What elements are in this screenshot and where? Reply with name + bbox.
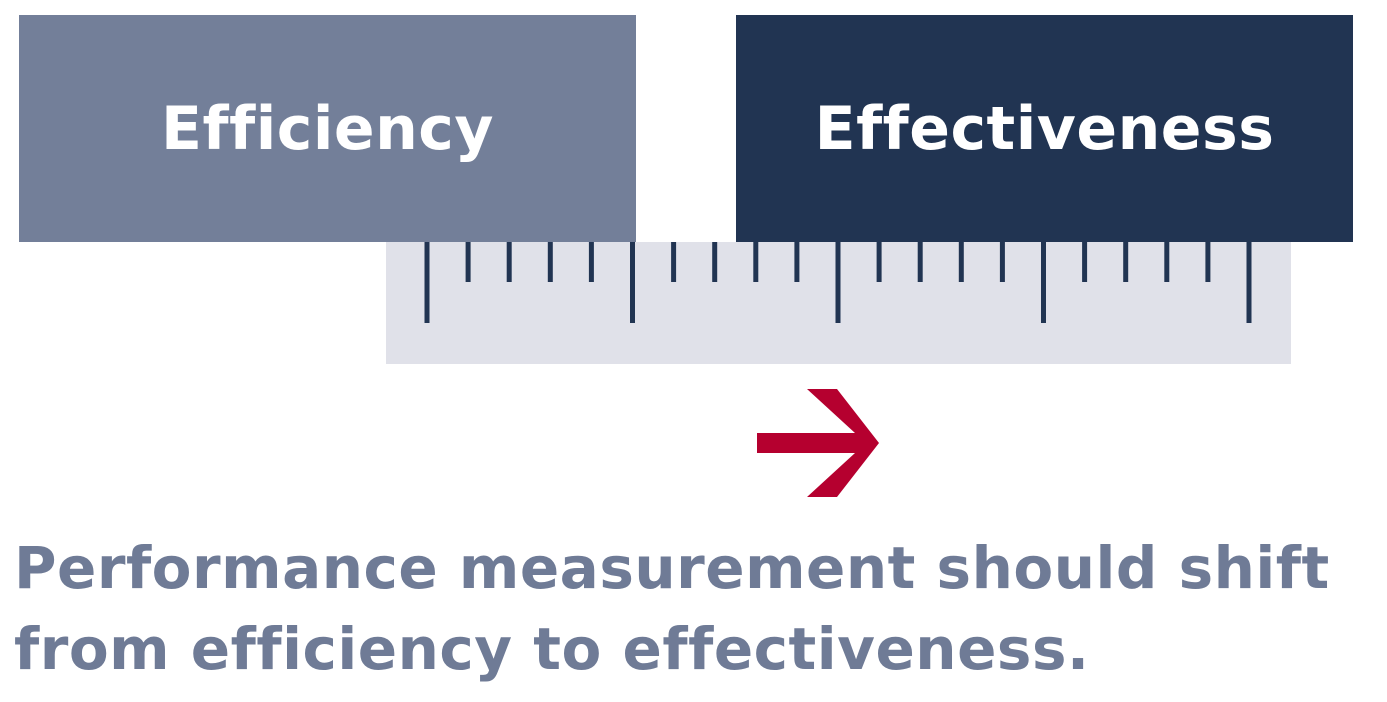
efficiency-label: Efficiency (161, 93, 494, 164)
effectiveness-label: Effectiveness (814, 93, 1275, 164)
ruler-ticks (424, 242, 1252, 323)
effectiveness-box: Effectiveness (736, 15, 1353, 242)
ruler (386, 242, 1291, 364)
caption: Performance measurement should shift fro… (14, 528, 1384, 690)
efficiency-box: Efficiency (19, 15, 636, 242)
caption-line-1: Performance measurement should shift (14, 534, 1330, 602)
caption-line-2: from efficiency to effectiveness. (14, 615, 1090, 683)
arrow-right-icon (755, 387, 883, 503)
